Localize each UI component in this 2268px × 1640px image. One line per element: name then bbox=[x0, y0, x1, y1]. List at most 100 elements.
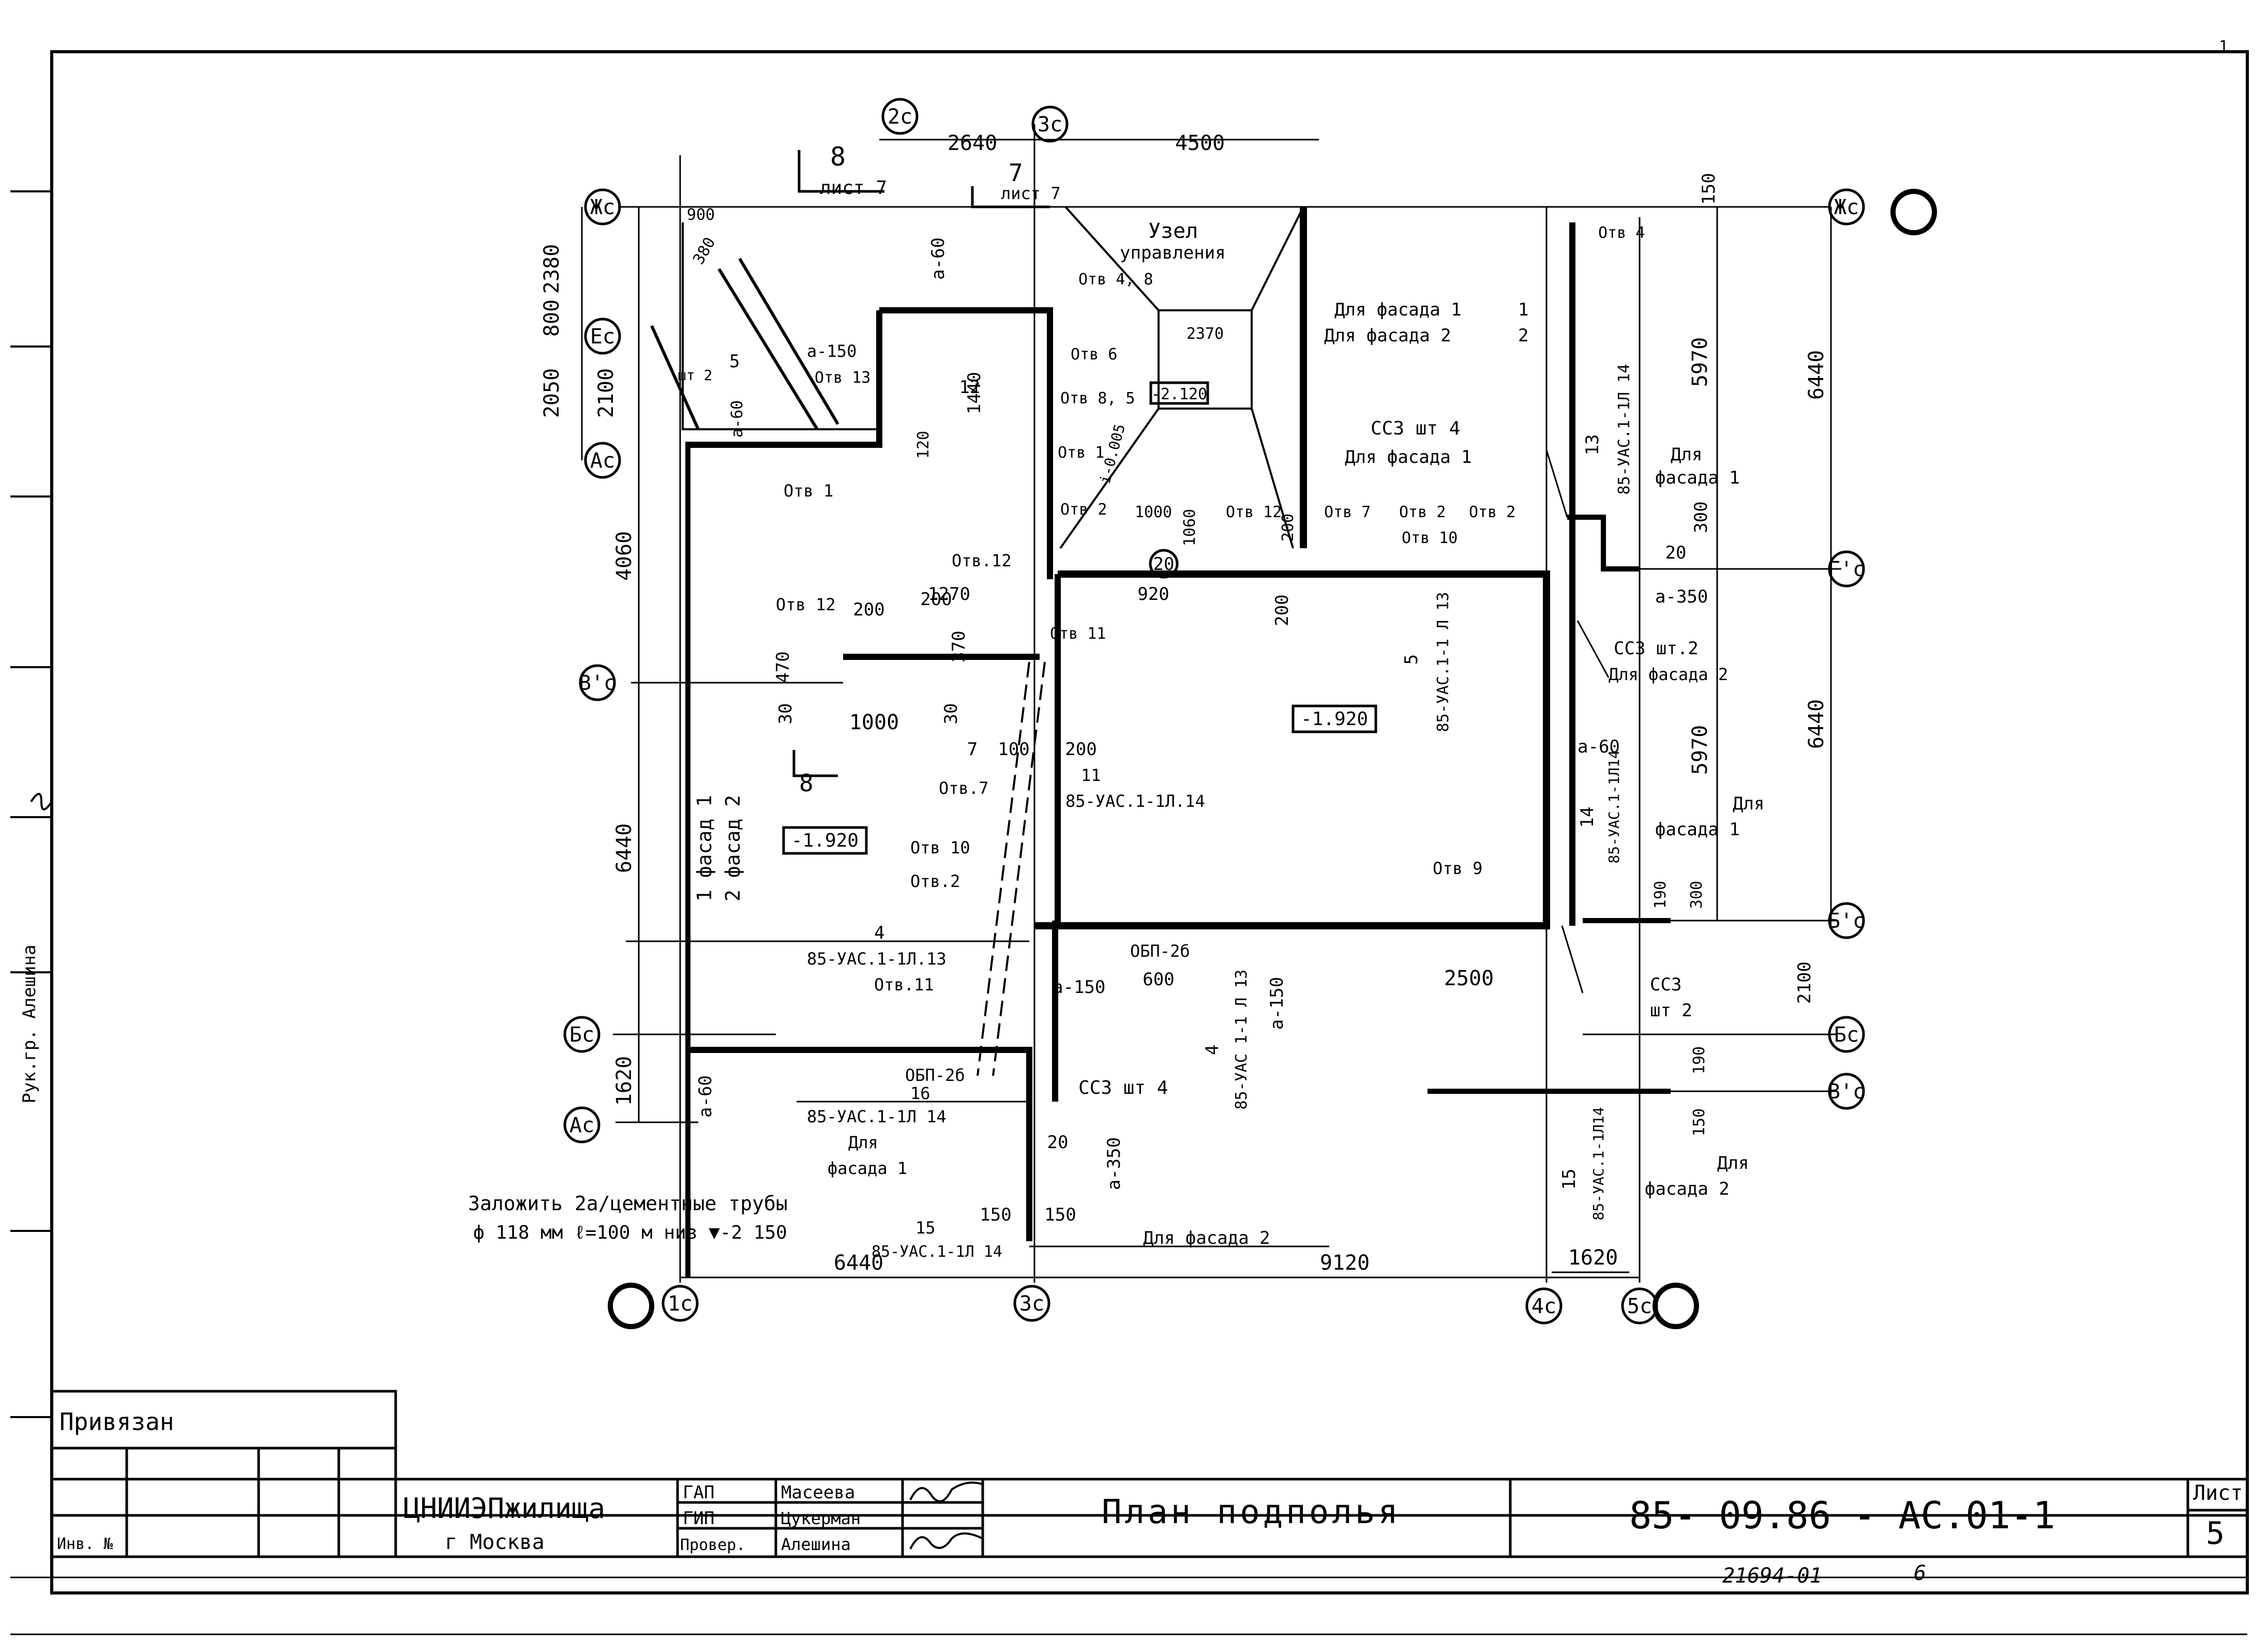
dlya-f1-a: Для фасада 1 bbox=[1345, 447, 1472, 468]
sheet-title: План подполья bbox=[1102, 1493, 1401, 1531]
otv-2-d: Отв.2 bbox=[910, 871, 960, 891]
otv-12-a: Отв 12 bbox=[1226, 503, 1282, 521]
dim-1620-left: 1620 bbox=[612, 1056, 636, 1106]
node-title-2: управления bbox=[1120, 243, 1226, 263]
axis-label-5: 5с bbox=[1627, 1295, 1652, 1318]
dim-150-top: 150 bbox=[1699, 173, 1719, 204]
mark-5: 5 bbox=[729, 351, 740, 372]
axis-label-g: Г'с bbox=[1828, 558, 1865, 581]
dim-370: 370 bbox=[949, 630, 969, 662]
a150-c: а-150 bbox=[1267, 977, 1287, 1030]
uas14-b: 85-УАС.1-1Л14 bbox=[1605, 750, 1623, 863]
level-room: -1.920 bbox=[1301, 709, 1368, 730]
facade-2-vertical: 2 фасад 2 bbox=[722, 795, 744, 901]
uas14-e: 85-УАС.1-1Л 14 bbox=[872, 1243, 1002, 1261]
axis-bubble-g bbox=[1828, 550, 1865, 588]
dim-2380: 2380 bbox=[540, 244, 564, 294]
otv-7: Отв 7 bbox=[1324, 503, 1371, 521]
obp-a: ОБП-2б bbox=[1130, 941, 1190, 961]
list-label: Лист bbox=[2193, 1481, 2243, 1505]
num-14: 14 bbox=[1577, 807, 1598, 828]
pipes-note-2: ф 118 мм ℓ=100 м низ ▼-2 150 bbox=[473, 1222, 787, 1243]
orientation-circle-right bbox=[1890, 189, 1937, 235]
otv-12-c: Отв 12 bbox=[776, 595, 836, 614]
dim-190-b: 190 bbox=[1690, 1046, 1708, 1074]
a350-a: а-350 bbox=[1655, 586, 1708, 607]
role-gap: ГАП bbox=[683, 1482, 714, 1503]
facade-2: Для фасада 2 bbox=[1324, 325, 1451, 346]
ss3-4-b: ССЗ шт 4 bbox=[1078, 1077, 1168, 1099]
role-gip: ГИП bbox=[683, 1508, 714, 1529]
dlya-d: Для bbox=[1717, 1153, 1749, 1173]
dlya-f2-c: Для фасада 2 bbox=[1143, 1228, 1270, 1248]
stamp-copy: 6 bbox=[1914, 1561, 1926, 1585]
dim-20-a: 20 bbox=[1665, 543, 1687, 563]
dim-1000b: 1000 bbox=[1135, 503, 1172, 521]
dim-150-a: 150 bbox=[980, 1205, 1011, 1225]
axis-bubble-b bbox=[563, 1016, 600, 1053]
axis-bubble-a-bot bbox=[563, 1106, 600, 1144]
level-box-2120 bbox=[1149, 381, 1209, 405]
dim-300-a: 300 bbox=[1691, 501, 1711, 533]
otv-4-8: Отв 4, 8 bbox=[1078, 270, 1153, 289]
dim-920: 920 bbox=[1137, 584, 1169, 605]
orientation-circle-bottom bbox=[1653, 1283, 1699, 1329]
num-13: 13 bbox=[1582, 434, 1603, 456]
dim-900: 900 bbox=[687, 206, 715, 224]
dim-5970-a: 5970 bbox=[1688, 337, 1712, 387]
a60-b: а-60 bbox=[1578, 736, 1620, 757]
ss3-c: ССЗ bbox=[1650, 974, 1681, 995]
orientation-circle-left bbox=[608, 1283, 654, 1329]
doc-code: 85- 09.86 - АС.01-1 bbox=[1629, 1494, 2055, 1537]
num-4-b: 4 bbox=[1202, 1045, 1223, 1055]
name-prov: Алешина bbox=[781, 1534, 851, 1554]
uas13-c: 85-УАС 1-1 Л 13 bbox=[1233, 970, 1251, 1110]
level-box-left bbox=[782, 826, 868, 855]
num-15-a: 15 bbox=[915, 1218, 936, 1238]
dim-30-b: 30 bbox=[941, 703, 962, 725]
axis-label-2: 2с bbox=[888, 105, 912, 129]
dim-150-b: 150 bbox=[1044, 1205, 1076, 1225]
a150-b: а-150 bbox=[1053, 977, 1105, 998]
otv-2-b: Отв 2 bbox=[1399, 503, 1446, 521]
axis-bubble-zh-right bbox=[1828, 188, 1865, 225]
axis-bubble-3-bot bbox=[1013, 1285, 1050, 1322]
otv-1: Отв 1 bbox=[784, 481, 833, 501]
uas14-c: 85-УАС.1-1Л.14 bbox=[1065, 791, 1205, 811]
dim-600: 600 bbox=[1143, 969, 1174, 990]
org-name: ЦНИИЭПжилища bbox=[403, 1492, 605, 1525]
a60-d: а-60 bbox=[728, 400, 746, 438]
axis-bubble-zh bbox=[584, 188, 621, 225]
facade-2-num: 2 bbox=[1518, 325, 1528, 346]
fasada1-b: фасада 1 bbox=[1655, 819, 1740, 840]
axis-label-e: Ес bbox=[590, 325, 615, 349]
axis-bubble-b-right bbox=[1828, 1016, 1865, 1053]
fasada2-d: фасада 2 bbox=[1645, 1179, 1730, 1199]
num-11: 11 bbox=[1081, 765, 1101, 785]
axis-bubble-2 bbox=[881, 98, 919, 135]
axis-bubble-a-top bbox=[584, 442, 621, 479]
otv-6: Отв 6 bbox=[1071, 345, 1117, 364]
axis-label-1: 1с bbox=[668, 1292, 693, 1316]
axis-bubble-e bbox=[584, 318, 621, 355]
axis-label-b1: Б'с bbox=[1828, 909, 1865, 933]
name-gap: Масеева bbox=[781, 1482, 855, 1503]
side-stamp: Рук.гр. Алешина bbox=[19, 944, 40, 1103]
a350-b: а-350 bbox=[1104, 1137, 1124, 1190]
dim-380: 380 bbox=[689, 234, 719, 267]
a60-c: а-60 bbox=[695, 1075, 716, 1118]
facade-1-num: 1 bbox=[1518, 299, 1528, 320]
otv-1-a: Отв 1 bbox=[1058, 444, 1104, 462]
axis-bubble-3-top bbox=[1031, 106, 1069, 143]
otv-10-b: Отв 10 bbox=[910, 838, 970, 857]
section-8-low: 8 bbox=[799, 769, 814, 797]
mark-bubble-20 bbox=[1149, 549, 1179, 579]
dim-200-a: 200 bbox=[853, 599, 884, 620]
dlya-b: Для bbox=[1733, 793, 1764, 814]
facade-1-vertical: 1 фасад 1 bbox=[693, 795, 716, 901]
corner-mark: 1 bbox=[2219, 38, 2228, 56]
num-16: 16 bbox=[910, 1084, 930, 1103]
a60-a: а-60 bbox=[928, 237, 949, 280]
axis-bubble-b1 bbox=[1828, 902, 1865, 939]
dim-190: 190 bbox=[1651, 881, 1670, 909]
